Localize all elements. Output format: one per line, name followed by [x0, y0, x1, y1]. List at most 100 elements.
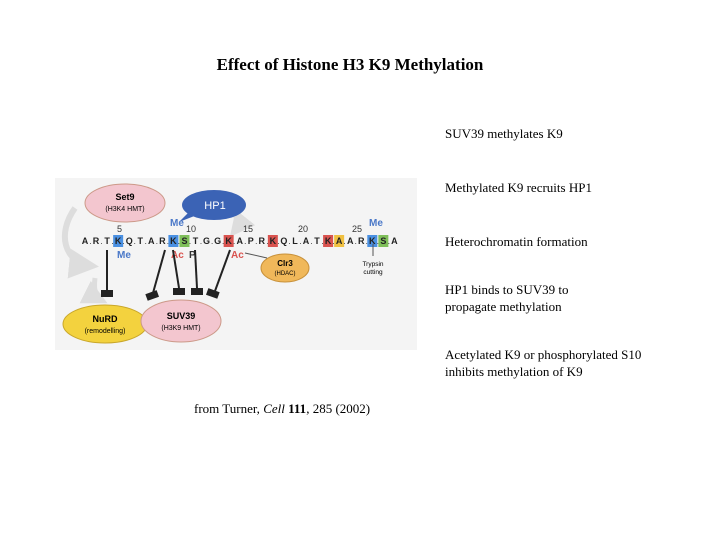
residue-separator: .: [233, 237, 235, 246]
citation-prefix: from Turner,: [194, 401, 264, 416]
hp1-bubble: [182, 190, 246, 220]
inhibit-bar-suv-1: [145, 290, 160, 301]
residue-box: [378, 235, 389, 247]
residue-separator: .: [112, 237, 114, 246]
residue-separator: .: [255, 237, 257, 246]
histone-h3-diagram: Set9 (H3K4 HMT) HP1 5 10 15 20 25 Me Me …: [55, 178, 417, 350]
me-label-k4: Me: [117, 250, 131, 261]
residue-box: [334, 235, 345, 247]
citation-journal: Cell: [263, 401, 285, 416]
residue-separator: .: [222, 237, 224, 246]
bullet-recruits-hp1: Methylated K9 recruits HP1: [445, 180, 592, 195]
residue-letter: A: [236, 236, 243, 246]
residue-separator: .: [321, 237, 323, 246]
residue-letter: S: [380, 236, 386, 246]
residue-separator: .: [310, 237, 312, 246]
suv39-sub: (H3K9 HMT): [161, 325, 200, 332]
bullet-hp1-binds: HP1 binds to SUV39 to propagate methylat…: [445, 281, 715, 315]
clr3-sub: (HDAC): [275, 271, 296, 277]
position-5: 5: [117, 224, 122, 234]
suv39-ellipse: [140, 299, 222, 343]
residue-separator: .: [145, 237, 147, 246]
residue-letter: K: [369, 236, 376, 246]
residue-separator: .: [355, 237, 357, 246]
residue-letter: G: [214, 236, 221, 246]
residue-separator: .: [388, 237, 390, 246]
residue-separator: .: [377, 237, 379, 246]
suv39-label: SUV39: [167, 311, 196, 321]
p-label-s10: P: [189, 250, 196, 261]
residue-separator: .: [178, 237, 180, 246]
set9-label: Set9: [115, 192, 134, 202]
me-label-k9: Me: [170, 218, 184, 229]
inhibit-line-suv-4: [214, 249, 231, 292]
hp1-bubble-tail: [179, 212, 197, 222]
residue-letter: K: [170, 236, 177, 246]
ac-label-k9: Ac: [171, 250, 184, 261]
curved-arrow-left: [61, 206, 99, 279]
nurd-ellipse: [62, 304, 148, 344]
residue-separator: .: [167, 237, 169, 246]
citation-volume: 111: [288, 401, 307, 416]
residue-letter: K: [225, 236, 232, 246]
bullet-hp1-binds-line1: HP1 binds to SUV39 to: [445, 282, 569, 297]
residue-separator: .: [123, 237, 125, 246]
hp1-label: HP1: [204, 200, 225, 212]
inhibit-bar-suv-2: [173, 288, 185, 295]
citation-rest: , 285 (2002): [306, 401, 371, 416]
set9-ellipse: [84, 183, 166, 223]
clr3-pointer: [244, 252, 268, 259]
clr3-ellipse: [260, 253, 310, 283]
residue-separator: .: [344, 237, 346, 246]
residue-sequence: A.R.T.K.Q.T.A.R.K.S.T.G.G.K.A.P.R.K.Q.L.…: [82, 235, 398, 247]
inhibit-line-suv-2: [172, 249, 180, 289]
slide-title: Effect of Histone H3 K9 Methylation: [216, 55, 484, 74]
citation: from Turner, Cell 111, 285 (2002): [194, 401, 370, 417]
residue-separator: .: [288, 237, 290, 246]
residue-letter: T: [138, 236, 144, 246]
position-10: 10: [186, 224, 196, 234]
trypsin-line2: cutting: [363, 269, 383, 276]
residue-letter: A: [391, 236, 398, 246]
nurd-label: NuRD: [93, 314, 118, 324]
residue-letter: K: [325, 236, 332, 246]
residue-box: [267, 235, 278, 247]
bullet-suv39-methylates: SUV39 methylates K9: [445, 126, 563, 141]
bullet-hp1-binds-line2: propagate methylation: [445, 299, 562, 314]
residue-letter: A: [347, 236, 354, 246]
residue-letter: A: [82, 236, 89, 246]
residue-separator: .: [333, 237, 335, 246]
residue-letter: T: [104, 236, 110, 246]
residue-separator: .: [277, 237, 279, 246]
residue-separator: .: [299, 237, 301, 246]
residue-letter: R: [93, 236, 100, 246]
bullet-acetylated-inhibits: Acetylated K9 or phosphorylated S10 inhi…: [445, 346, 715, 380]
inhibit-bar-suv-4: [205, 288, 220, 299]
trypsin-line1: Trypsin: [362, 261, 383, 268]
residue-box: [223, 235, 234, 247]
residue-separator: .: [89, 237, 91, 246]
set9-sub: (H3K4 HMT): [105, 206, 144, 213]
residue-letter: L: [292, 236, 298, 246]
residue-letter: A: [148, 236, 155, 246]
residue-separator: .: [156, 237, 158, 246]
residue-separator: .: [366, 237, 368, 246]
residue-separator: .: [244, 237, 246, 246]
position-20: 20: [298, 224, 308, 234]
residue-separator: .: [200, 237, 202, 246]
residue-letter: Q: [280, 236, 287, 246]
clr3-label: Clr3: [277, 259, 293, 268]
residue-separator: .: [266, 237, 268, 246]
inhibit-line-suv-3: [194, 249, 198, 289]
residue-letter: K: [270, 236, 277, 246]
residue-separator: .: [100, 237, 102, 246]
bullet-acetylated-line1: Acetylated K9 or phosphorylated S10: [445, 347, 642, 362]
position-15: 15: [243, 224, 253, 234]
residue-box: [179, 235, 190, 247]
residue-letter: R: [358, 236, 365, 246]
curved-arrow-bottom: [79, 277, 108, 304]
residue-letter: Q: [126, 236, 133, 246]
residue-separator: .: [189, 237, 191, 246]
inhibit-bar-nurd: [101, 290, 113, 297]
residue-separator: .: [211, 237, 213, 246]
